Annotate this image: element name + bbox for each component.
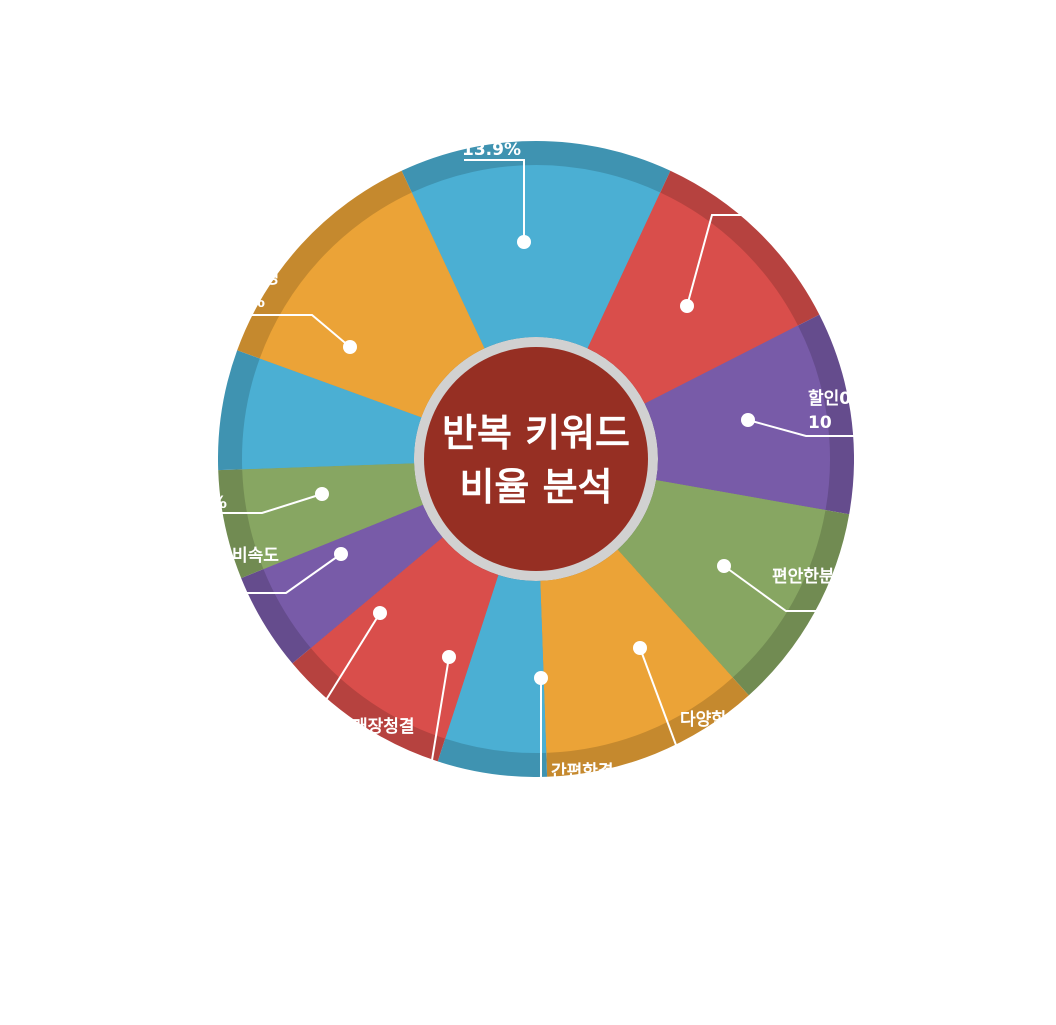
slice-1-leader-line <box>464 159 525 242</box>
slice-4-leader-line <box>723 565 854 612</box>
slice-9-label: 비속도 <box>232 546 279 566</box>
slice-3-label: 할인0 <box>808 389 851 409</box>
slice-2-marker-dot <box>680 299 694 313</box>
slice-8-body <box>263 504 443 648</box>
slice-5-marker-dot <box>633 641 647 655</box>
slice-7-label: 매장청결 <box>352 716 415 737</box>
slice-6-label: 간편한결 <box>551 762 614 782</box>
slice-5-label: 다양한 <box>680 710 727 730</box>
slice-4-label: 편안한분 <box>772 567 835 587</box>
center-title-line-2: 비율 분석 <box>459 465 612 509</box>
slice-8-marker-dot <box>373 606 387 620</box>
slice-10-leader-line <box>220 493 323 514</box>
slice-7-leader-line <box>431 656 450 761</box>
slice-3-value-label: 10 <box>808 413 832 433</box>
slice-2-leader-line <box>686 214 760 307</box>
slice-6: 간편한결 <box>437 575 614 782</box>
slice-7: 매장청결 <box>292 537 499 762</box>
slice-8-label: 비스 <box>250 653 282 673</box>
slice-1: 13.9% <box>401 140 671 349</box>
slice-4-body <box>617 480 826 678</box>
slice-1-marker-dot <box>517 235 531 249</box>
slice-9-leader-line <box>220 553 342 594</box>
slice-3-body <box>644 325 831 511</box>
slice-10-body <box>241 358 422 470</box>
slice-1-value-label: 13.9% <box>462 140 521 160</box>
slice-4: 편안한분 <box>617 480 854 696</box>
slice-9-marker-dot <box>334 547 348 561</box>
slice-11-body <box>259 192 485 418</box>
slice-5-leader-line <box>639 647 677 746</box>
slice-6-body <box>445 575 547 753</box>
slice-9: 비속도 <box>218 463 423 594</box>
slice-9-body <box>242 463 423 570</box>
center-title-line-1: 반복 키워드 <box>442 411 630 455</box>
slice-3-leader-line <box>747 419 854 437</box>
slice-11-value-label: % <box>248 292 265 312</box>
center-circle <box>424 347 648 571</box>
slice-6-marker-dot <box>534 671 548 685</box>
slice-2 <box>587 170 820 404</box>
slice-11-marker-dot <box>343 340 357 354</box>
slice-11-label: 운영 <box>248 268 279 288</box>
slice-3-marker-dot <box>741 413 755 427</box>
slice-1-body <box>411 165 661 349</box>
slice-7-marker-dot <box>442 650 456 664</box>
slice-8: 비스 <box>241 504 443 701</box>
slice-11: 운영% <box>220 170 485 418</box>
slice-4-marker-dot <box>717 559 731 573</box>
slice-5: 다양한 <box>540 549 749 777</box>
slice-8-leader-line <box>325 612 381 701</box>
slice-7-body <box>310 537 499 739</box>
slice-10-marker-dot <box>315 487 329 501</box>
slice-2-body <box>587 192 798 404</box>
slice-10-value-label: % <box>210 493 227 513</box>
slice-11-leader-line <box>220 314 351 348</box>
slice-10: % <box>210 350 422 514</box>
